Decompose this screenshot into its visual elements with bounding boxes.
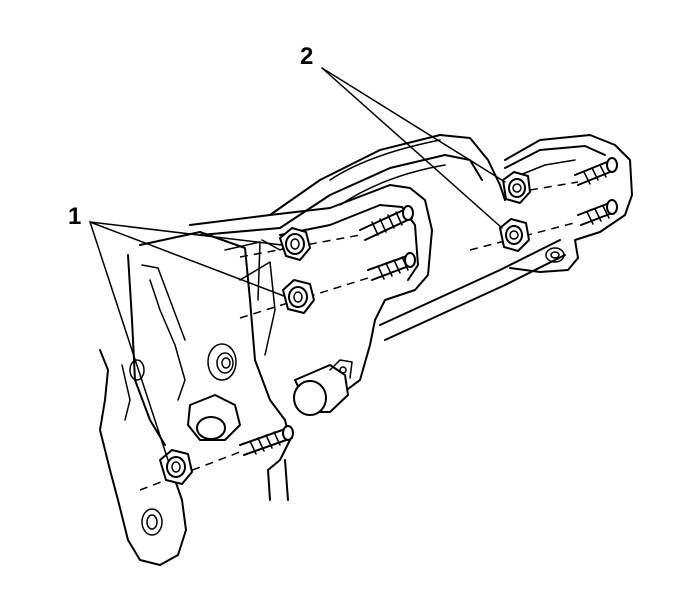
nut-1a [279,227,311,261]
nut-1c [159,449,193,485]
left-cylinder [187,394,241,441]
nut-1b [282,279,315,314]
support-rod [379,239,566,341]
bolt-lower-left [139,425,294,491]
callout-2-label: 2 [300,43,313,70]
lower-left-arm [99,349,187,566]
bolt-upper-right [529,157,618,191]
callout-1-leaders [89,221,285,461]
callout-1-label: 1 [68,203,81,230]
callout-2-leaders [321,67,506,229]
bolt-upper-left [239,205,414,258]
bolt-mid-right [469,199,618,251]
nut-2b [499,218,530,252]
lower-rods [267,459,289,501]
bolt-mid-left [239,252,416,319]
center-cylinder [293,359,353,416]
nut-2a [502,171,531,204]
